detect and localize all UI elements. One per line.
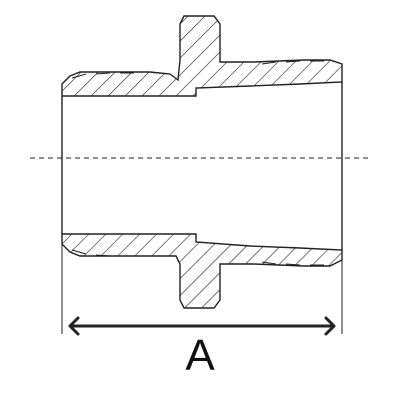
lower-thread-marks: [71, 249, 324, 266]
right-arrowhead-icon: [324, 316, 336, 336]
upper-hatched-wall: [61, 15, 343, 97]
dimension-a: A: [68, 316, 336, 380]
upper-thread-marks: [71, 60, 324, 79]
dimension-label: A: [185, 331, 215, 380]
upper-wall-section: [61, 15, 343, 97]
lower-hatched-wall: [61, 233, 343, 309]
lower-wall-section: [61, 233, 343, 309]
left-arrowhead-icon: [68, 316, 80, 336]
